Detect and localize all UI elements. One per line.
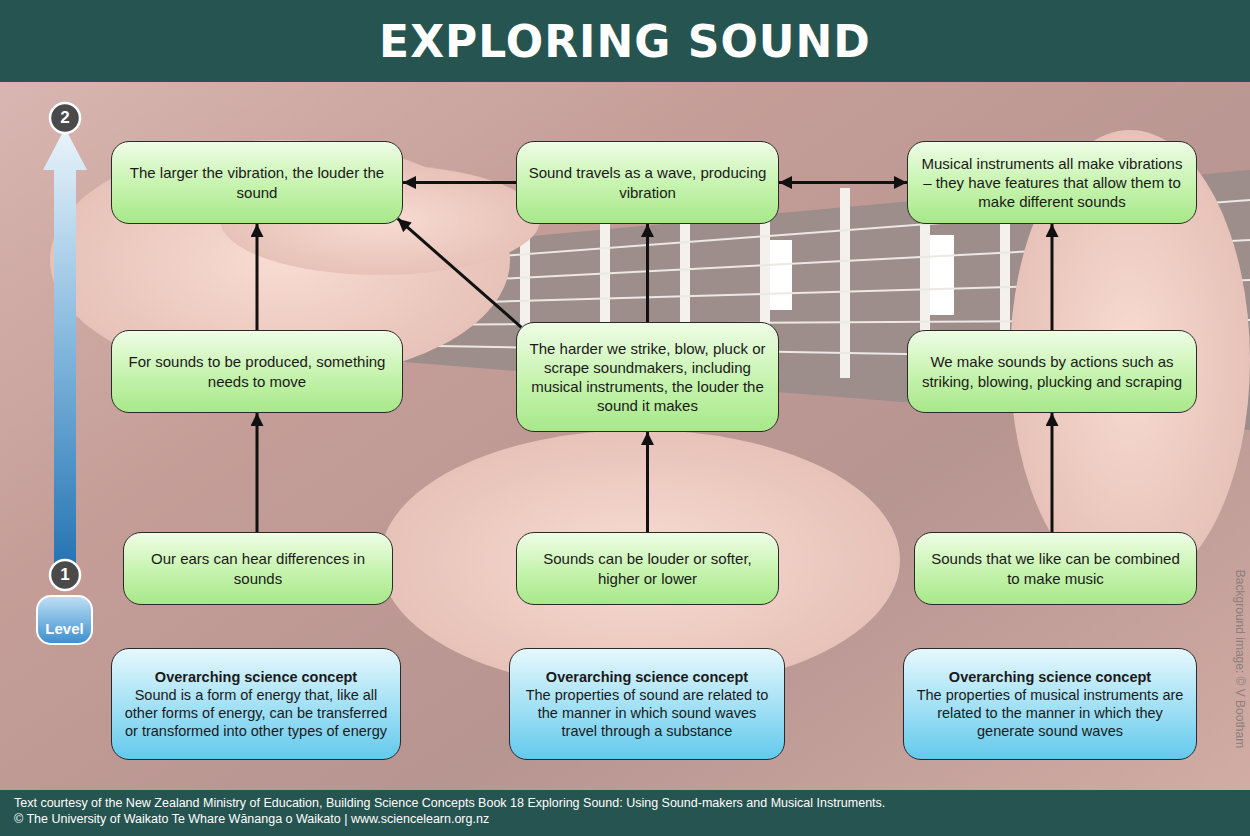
box-text: Musical instruments all make vibrations … — [918, 154, 1186, 212]
box-heading: Overarching science concept — [546, 668, 748, 686]
idea-box: Sounds can be louder or softer, higher o… — [516, 532, 779, 605]
box-text: Sounds that we like can be combined to m… — [925, 549, 1186, 587]
box-text: The properties of sound are related to t… — [520, 686, 774, 740]
box-heading: Overarching science concept — [949, 668, 1151, 686]
diagram-title: EXPLORING SOUND — [379, 16, 871, 67]
arrow-connector — [779, 181, 907, 184]
box-heading: Overarching science concept — [155, 668, 357, 686]
arrow-connector — [256, 224, 259, 330]
level-label: Level — [37, 620, 92, 637]
box-text: For sounds to be produced, something nee… — [122, 352, 392, 390]
box-text: The properties of musical instruments ar… — [914, 686, 1186, 740]
idea-box: For sounds to be produced, something nee… — [111, 330, 403, 413]
box-text: Sound is a form of energy that, like all… — [122, 686, 390, 740]
level-number: 2 — [55, 107, 75, 129]
box-text: The harder we strike, blow, pluck or scr… — [527, 339, 768, 416]
box-text: Sounds can be louder or softer, higher o… — [527, 549, 768, 587]
arrow-connector — [403, 181, 516, 184]
idea-box: We make sounds by actions such as striki… — [907, 330, 1197, 413]
idea-box: Sounds that we like can be combined to m… — [914, 532, 1197, 605]
concept-box: Overarching science conceptSound is a fo… — [111, 648, 401, 760]
level-number: 1 — [55, 564, 75, 586]
box-text: We make sounds by actions such as striki… — [918, 352, 1186, 390]
image-credit: Background image: © V Bootham — [1233, 559, 1247, 759]
footer-credit: Text courtesy of the New Zealand Ministr… — [14, 796, 1234, 810]
idea-box: Sound travels as a wave, producing vibra… — [516, 141, 779, 224]
idea-box: The harder we strike, blow, pluck or scr… — [516, 322, 779, 432]
arrow-connector — [1051, 413, 1054, 532]
arrow-connector — [1051, 224, 1054, 330]
arrow-connector — [256, 413, 259, 532]
box-text: Sound travels as a wave, producing vibra… — [527, 163, 768, 201]
box-text: The larger the vibration, the louder the… — [122, 163, 392, 201]
copyright-note: © The University of Waikato Te Whare Wān… — [14, 812, 1234, 826]
concept-box: Overarching science conceptThe propertie… — [509, 648, 785, 760]
idea-box: Our ears can hear differences in sounds — [123, 532, 393, 605]
title-bar: EXPLORING SOUND — [0, 0, 1250, 82]
arrow-connector — [646, 224, 649, 322]
idea-box: The larger the vibration, the louder the… — [111, 141, 403, 224]
arrow-connector — [398, 219, 522, 328]
idea-box: Musical instruments all make vibrations … — [907, 141, 1197, 224]
box-text: Our ears can hear differences in sounds — [134, 549, 382, 587]
arrow-connector — [646, 432, 649, 532]
concept-box: Overarching science conceptThe propertie… — [903, 648, 1197, 760]
